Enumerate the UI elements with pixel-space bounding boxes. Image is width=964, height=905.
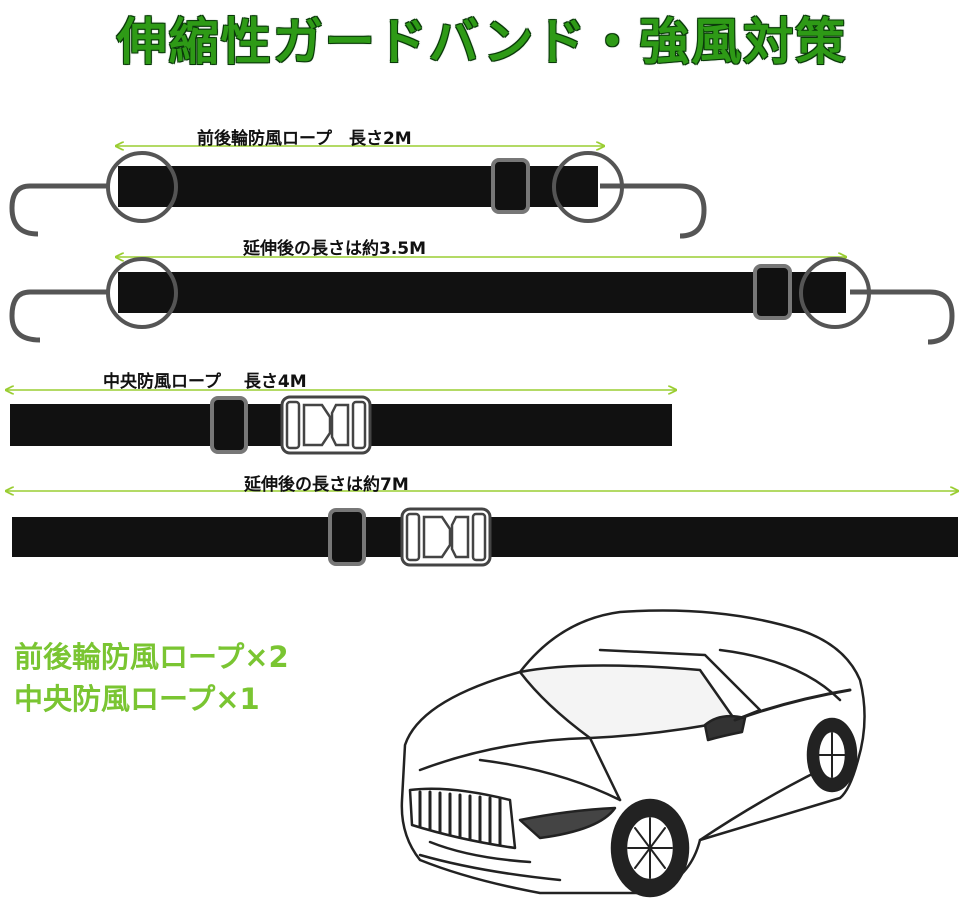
page-title: 伸縮性ガードバンド・強風対策	[116, 13, 848, 71]
ring-icon	[106, 151, 178, 223]
rope-label-3-5m: 延伸後の長さは約3.5M	[243, 239, 427, 259]
rope-label-2m: 前後輪防風ロープ 長さ2M	[197, 129, 412, 149]
caption-front-rear-rope: 前後輪防風ロープ×2	[14, 640, 289, 674]
caption-center-rope: 中央防風ロープ×1	[14, 682, 260, 716]
ring-icon	[106, 257, 178, 329]
hook-icon	[850, 289, 955, 345]
ring-icon	[799, 257, 871, 329]
ring-icon	[552, 151, 624, 223]
rope-4m	[6, 390, 676, 455]
rope-3-5m	[9, 257, 955, 345]
strap	[118, 272, 846, 313]
rope-7m	[6, 491, 958, 567]
rope-2m	[9, 146, 707, 239]
buckle-icon	[400, 507, 492, 567]
buckle-icon	[280, 395, 372, 455]
rope-label-7m: 延伸後の長さは約7M	[244, 475, 409, 495]
hook-icon	[600, 183, 707, 239]
hook-icon	[9, 289, 110, 343]
slider-loop-icon	[753, 264, 792, 320]
slider-loop-icon	[491, 158, 530, 214]
slider-loop-icon	[210, 396, 248, 454]
hook-icon	[9, 183, 110, 237]
slider-loop-icon	[328, 508, 366, 566]
car-cover-illustration	[400, 609, 866, 898]
rope-label-4m: 中央防風ロープ 長さ4M	[103, 372, 307, 392]
